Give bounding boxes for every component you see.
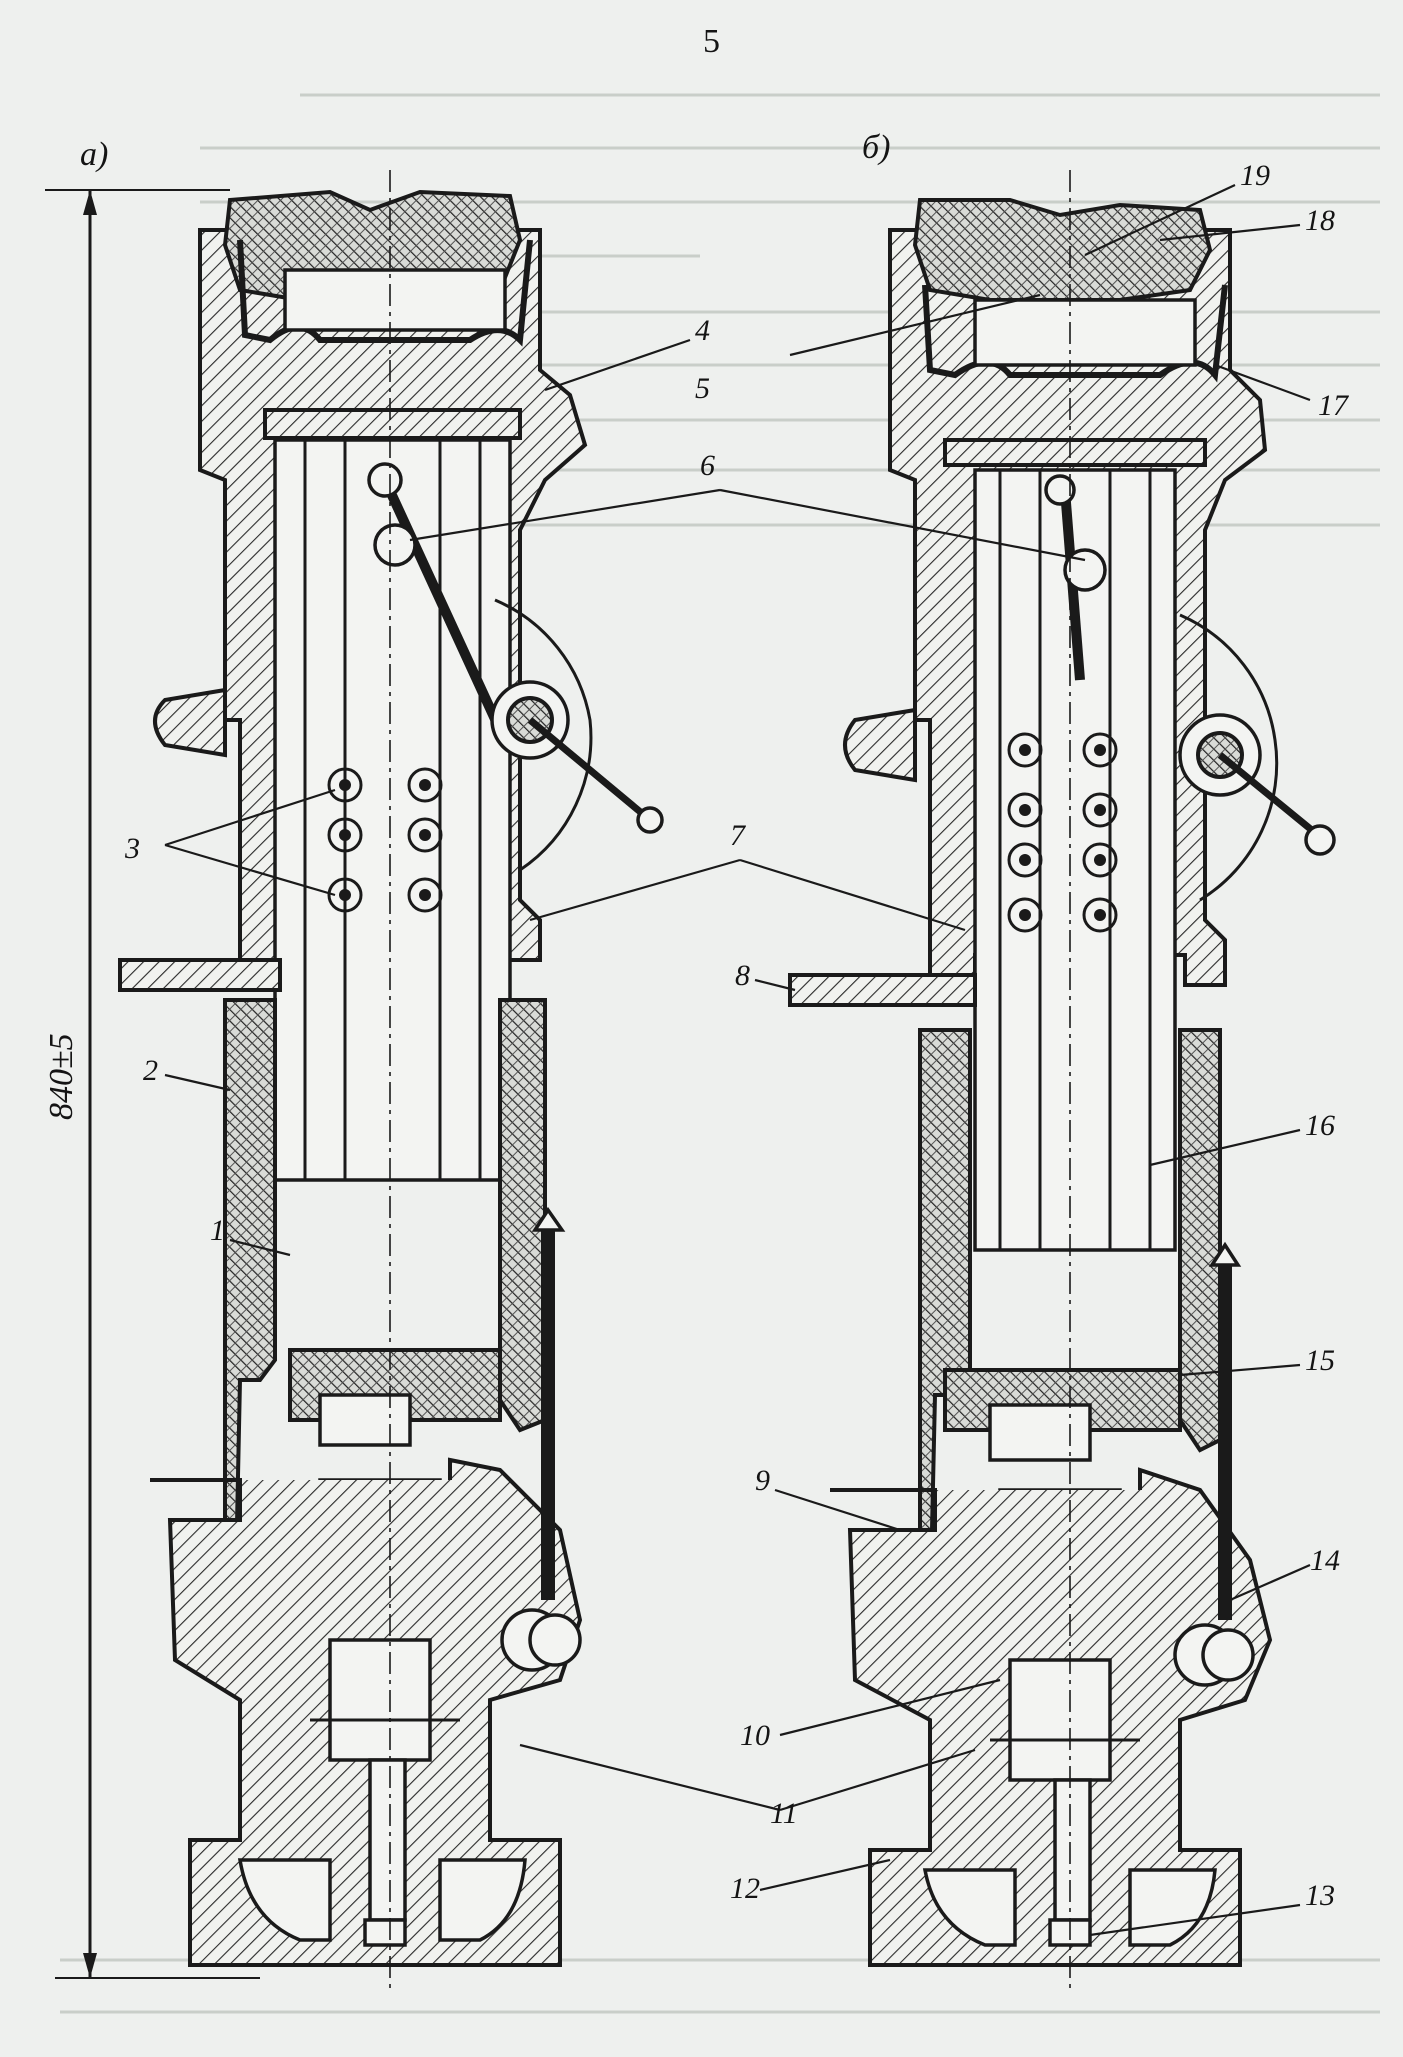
view-label-b: б) [862,129,890,166]
callout-18: 18 [1305,204,1335,237]
contact-rollers-a [327,767,443,913]
overall-height-dimension [45,189,260,1979]
callout-8: 8 [735,959,750,992]
callout-16: 16 [1305,1109,1335,1142]
view-b-drawing [788,170,1336,1990]
callout-5: 5 [695,372,710,405]
callout-17: 17 [1318,389,1350,422]
callout-4: 4 [695,314,710,347]
callout-15: 15 [1305,1344,1335,1377]
callout-2: 2 [143,1054,158,1087]
contact-rollers-b [1007,732,1118,933]
dimension-text: 840±5 [43,1033,80,1120]
callout-14: 14 [1310,1544,1340,1577]
callout-7: 7 [730,819,747,852]
callout-11: 11 [770,1797,798,1830]
page-number: 5 [703,23,720,60]
callout-labels: 1 2 3 4 5 6 7 8 9 10 11 12 13 14 15 16 1… [124,159,1350,1912]
flange-a [118,958,282,992]
cover-b [912,198,1213,302]
callout-9: 9 [755,1464,770,1497]
callout-12: 12 [730,1872,760,1905]
view-a-drawing [118,170,664,1990]
callout-1: 1 [210,1214,225,1247]
leader-lines [164,184,1311,1937]
flange-b [788,973,977,1007]
view-label-a: а) [80,136,108,173]
callout-10: 10 [740,1719,770,1752]
callout-6: 6 [700,449,715,482]
callout-19: 19 [1240,159,1270,192]
callout-13: 13 [1305,1879,1335,1912]
callout-3: 3 [124,832,140,865]
